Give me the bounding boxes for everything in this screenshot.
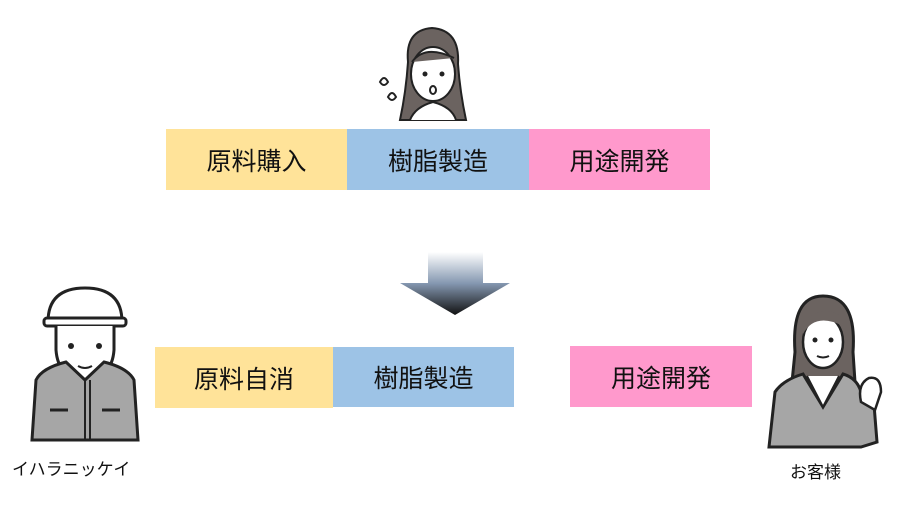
bottom-step-application-development: 用途開発 [570,346,752,407]
actor-label-ihara-nikkei: イハラニッケイ [12,460,131,480]
step-label: 原料自消 [193,364,294,394]
worker-illustration [30,286,140,442]
bottom-step-raw-material-self-supply: 原料自消 [155,347,333,408]
step-label: 樹脂製造 [373,364,474,393]
step-label: 用途開発 [610,363,711,393]
customer-woman-illustration [767,294,883,449]
actor-label-customer: お客様 [790,463,841,483]
down-arrow-icon [400,252,510,315]
top-step-resin-manufacturing: 樹脂製造 [347,129,529,190]
step-label: 原料購入 [206,146,307,176]
bottom-step-resin-manufacturing: 樹脂製造 [333,347,514,407]
step-label: 樹脂製造 [387,146,488,176]
step-label: 用途開発 [569,146,670,176]
top-step-raw-material-purchase: 原料購入 [166,129,347,190]
top-step-application-development: 用途開発 [529,129,710,190]
worried-woman-illustration [378,26,468,121]
